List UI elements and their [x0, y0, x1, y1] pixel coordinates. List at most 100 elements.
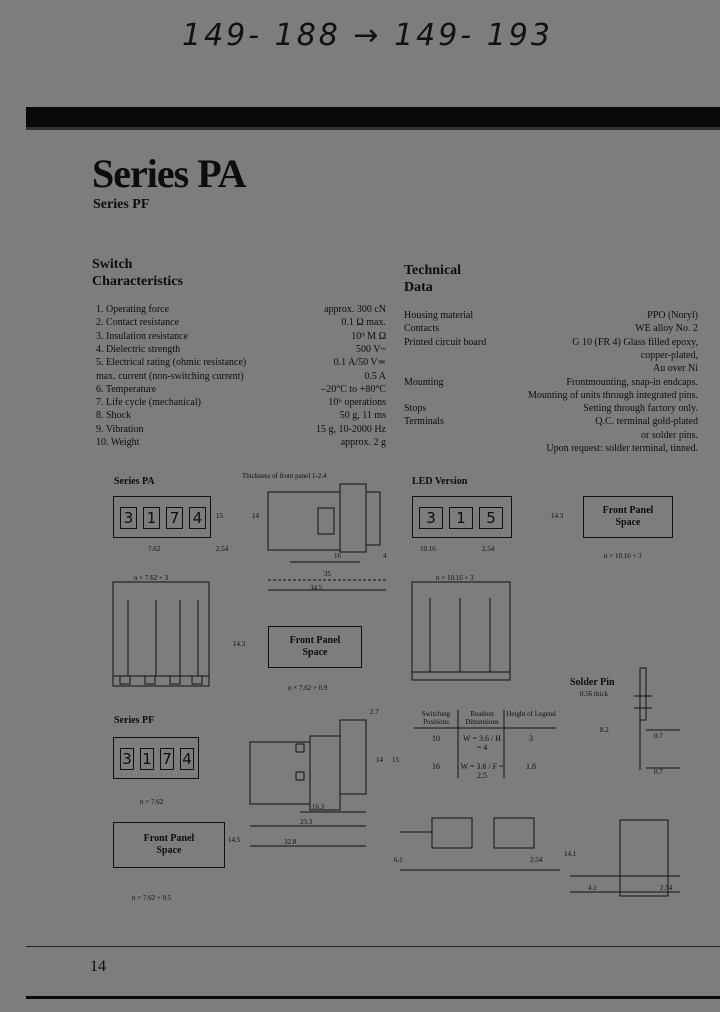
tech_specs-row: Housing material PPO (Noryl): [404, 310, 698, 322]
switch_specs-row: 6. Temperature–20°C to +80°C: [96, 384, 386, 396]
dim-163: 16.3: [312, 803, 325, 811]
digit-window: 3: [419, 507, 443, 529]
table-cell: 1.8: [526, 762, 536, 771]
switch_specs-label: 10. Weight: [96, 437, 140, 448]
dim-1016: 10.16: [420, 545, 436, 553]
dim-35: 35: [324, 570, 331, 578]
tech_specs-value: copper-plated,: [640, 349, 698, 361]
dim-4: 4: [383, 552, 387, 560]
dim-07-top: 0.7: [654, 732, 663, 740]
dim-n1016p3-panel: n × 10.16 + 3: [604, 552, 642, 560]
switch_specs-label: max. current (non-switching current): [96, 370, 244, 382]
switch_specs-label: 3. Insulation resistance: [96, 330, 188, 342]
dim-14: 14: [252, 512, 259, 520]
digit-window: 7: [160, 748, 174, 770]
tech_specs-row: Printed circuit board G 10 (FR 4) Glass f…: [404, 337, 698, 349]
dim-07-bottom: 0.7: [654, 768, 663, 776]
dim-led-143: 14.3: [551, 512, 564, 520]
page-title: Series PA: [92, 151, 247, 196]
tech_specs-value: Setting through factory only.: [583, 403, 698, 415]
digit-window: 4: [180, 748, 194, 770]
dim-16: 16: [334, 552, 341, 560]
tech_specs-value: Q.C. terminal gold-plated: [595, 416, 698, 428]
digit-window: 4: [189, 507, 206, 529]
dim-145: 14.5: [228, 836, 241, 844]
digit-window: 1: [140, 748, 154, 770]
digit-window: 1: [143, 507, 160, 529]
handwritten-note: 149- 188 → 149- 193: [182, 18, 553, 53]
switch_specs-label: 1. Operating force: [96, 304, 170, 315]
switch-heading: Switch Characteristics: [92, 257, 183, 289]
switch_specs-label: 8. Shock: [96, 410, 131, 422]
dim-328: 32.8: [284, 838, 297, 846]
dim-n762p09: n × 7.62 + 0.9: [288, 684, 328, 692]
switch_specs-row: 7. Life cycle (mechanical)10⁶ operations: [96, 397, 386, 409]
digit-window: 3: [120, 507, 137, 529]
series-pa-label: Series PA: [114, 476, 155, 487]
dim-pf-15: 15: [392, 756, 399, 764]
dim-143: 14.3: [233, 640, 246, 648]
digit-window: 7: [166, 507, 183, 529]
top-bar-shadow: [26, 127, 720, 130]
dim-15: 15: [216, 512, 223, 520]
dim-n762p3: n × 7.62 + 3: [134, 574, 169, 582]
table-header: Readout Dimensions: [465, 710, 499, 726]
dim-61: 6.1: [394, 856, 403, 864]
table-cell: W = 3.6 / H = 4: [463, 734, 501, 752]
tech_specs-label: Printed circuit board: [404, 336, 487, 348]
top-bar: [26, 107, 720, 127]
digit-window: 5: [479, 507, 503, 529]
table-header: Switching Positions: [421, 710, 451, 726]
tech_specs-label: Housing material: [404, 310, 474, 321]
digit-window: 1: [449, 507, 473, 529]
dim-bottom-254: 2.54: [530, 856, 543, 864]
solder-pin-label: Solder Pin: [570, 677, 615, 688]
tech_specs-value: G 10 (FR 4) Glass filled epoxy,: [572, 336, 698, 348]
dim-n762: n × 7.62: [140, 798, 164, 806]
dim-254: 2.54: [216, 545, 229, 553]
tech_specs-value: PPO (Noryl): [647, 310, 698, 321]
tech_specs-value: or solder pins.: [641, 429, 698, 441]
switch_specs-label: 6. Temperature: [96, 383, 157, 395]
led-version-label: LED Version: [412, 476, 468, 487]
page-number: 14: [90, 958, 106, 975]
dim-345: 34.5: [310, 584, 323, 592]
tech_specs-value: WE alloy No. 2: [635, 323, 698, 335]
digit-window: 3: [120, 748, 134, 770]
switch_specs-label: 4. Dielectric strength: [96, 343, 181, 355]
bottom-rule: [26, 946, 720, 947]
table-cell: W = 3.6 / F = 2.5: [460, 762, 504, 780]
tech_specs-label: Mounting: [404, 376, 444, 388]
dim-n1016p3: n × 10.16 + 3: [436, 574, 474, 582]
switch_specs-value: 0.1 Ω max.: [341, 317, 386, 329]
dim-762: 7.62: [148, 545, 161, 553]
tech_specs-value: Mounting of units through integrated pin…: [528, 389, 698, 401]
switch_specs-value: 0.1 A/50 V≃: [333, 357, 386, 369]
switch_specs-value: 10⁶ operations: [328, 397, 386, 409]
switch_specs-value: approx. 300 cN: [324, 304, 386, 315]
tech_specs-value: Au over Ni: [653, 363, 698, 375]
table-header: Height of Legend: [506, 710, 556, 718]
switch_specs-row: 1. Operating force approx. 300 cN: [96, 304, 386, 316]
switch_specs-value: approx. 2 g: [340, 437, 386, 448]
switch_specs-value: 50 g, 11 ms: [339, 410, 386, 422]
dim-led-254: 2.54: [482, 545, 495, 553]
series-pf-label: Series PF: [114, 715, 155, 726]
tech_specs-value: Upon request: solder terminal, tinned.: [546, 443, 698, 454]
dim-141: 14.1: [564, 850, 577, 858]
switch_specs-label: 9. Vibration: [96, 423, 144, 435]
thickness-label: Thickness of front panel 1-2.4: [242, 472, 327, 480]
